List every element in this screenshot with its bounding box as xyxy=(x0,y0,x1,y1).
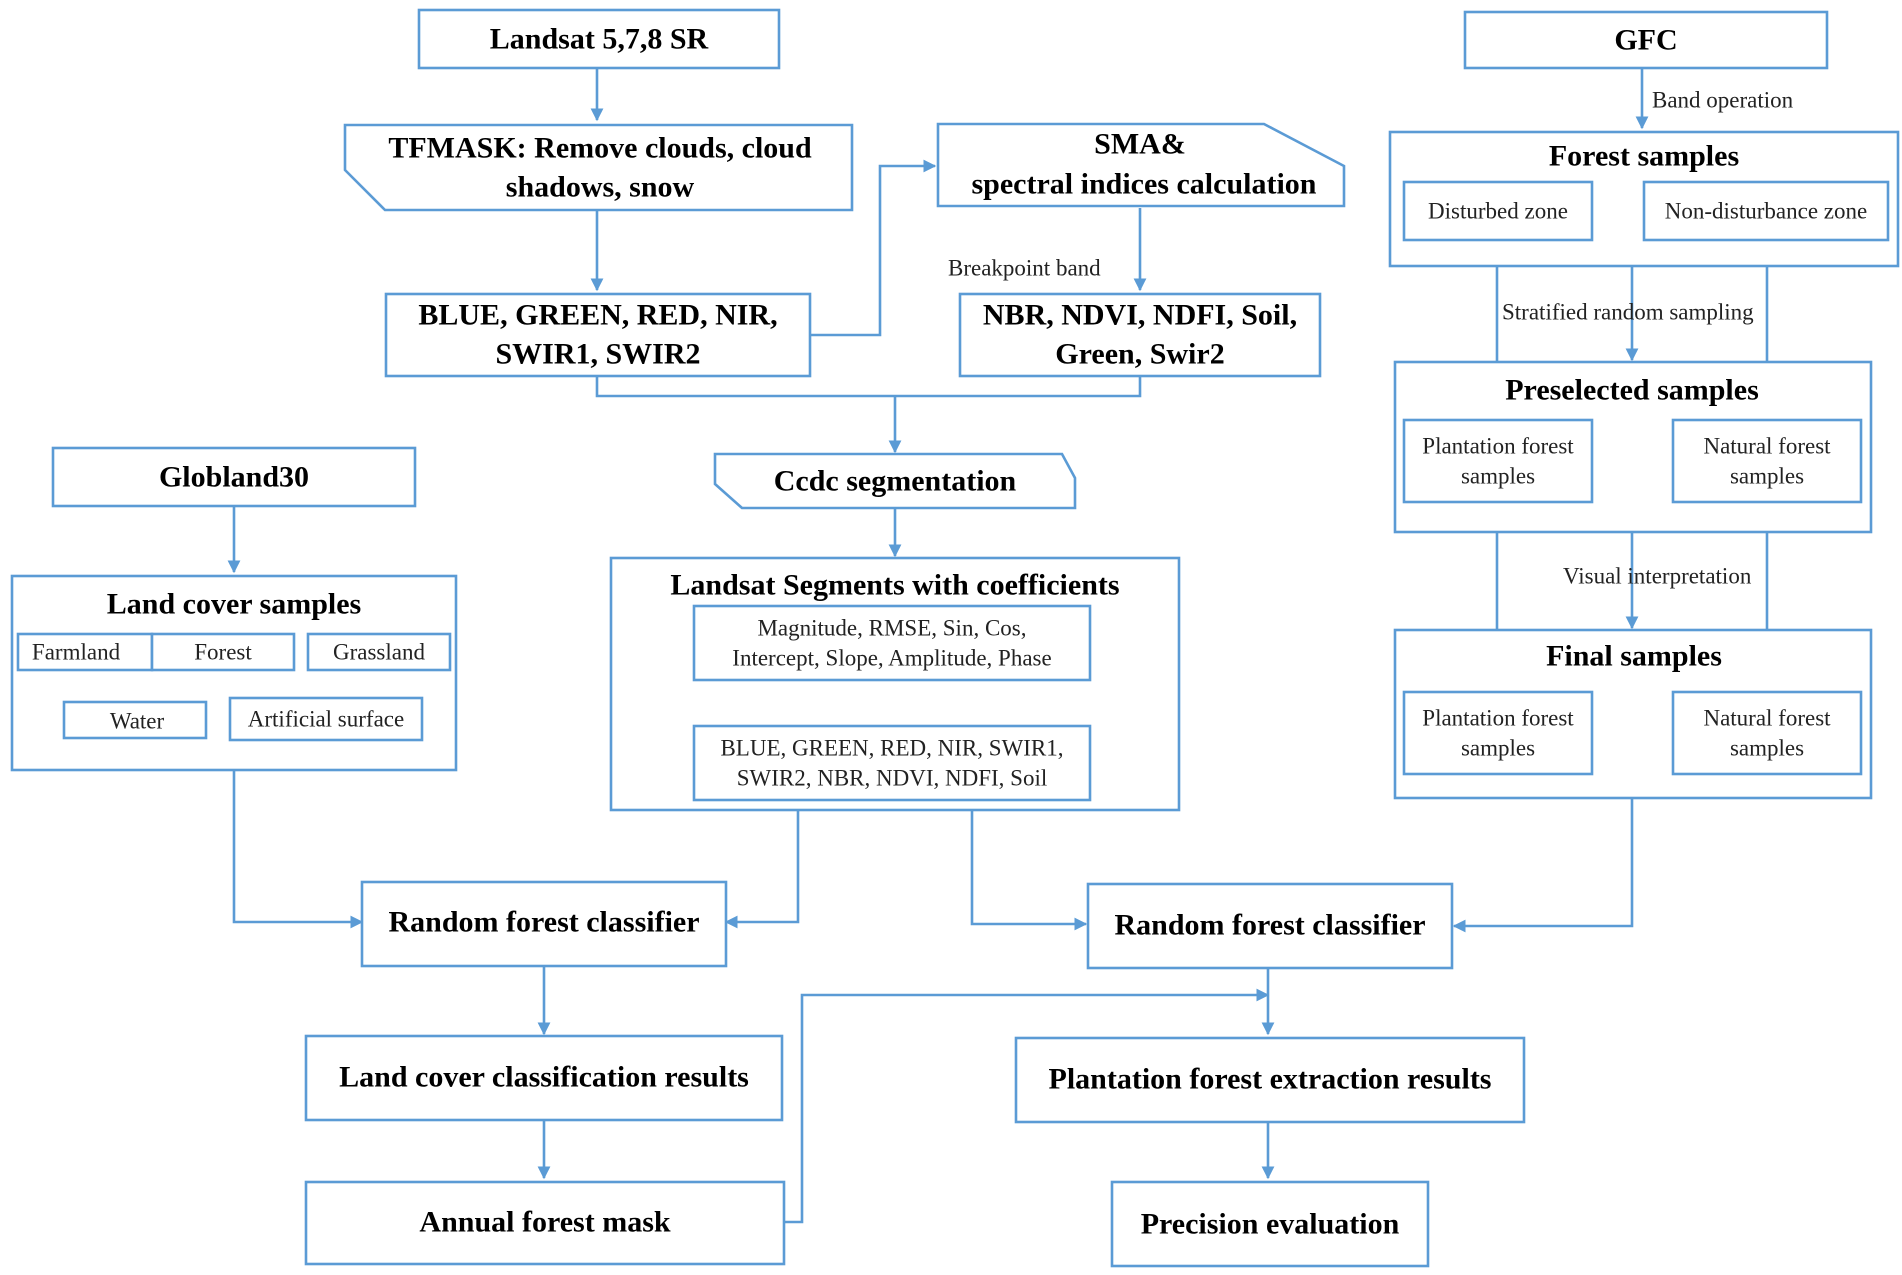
connector-bands-indices-merge xyxy=(595,376,1142,398)
grassland-label: Grassland xyxy=(333,640,425,665)
globland-label: Globland30 xyxy=(159,461,309,494)
pre-plantation-box xyxy=(1402,418,1594,504)
indices-label-line2: Green, Swir2 xyxy=(1055,338,1224,371)
node-forest-samples: Forest samples Disturbed zone Non-distur… xyxy=(1388,130,1900,268)
node-landcover-samples: Land cover samples Farmland Forest Grass… xyxy=(10,574,458,772)
nondisturbed-label: Non-disturbance zone xyxy=(1665,199,1867,224)
pre-plantation-line1: Plantation forest xyxy=(1422,434,1574,459)
precision-label: Precision evaluation xyxy=(1141,1208,1400,1241)
rf2-label: Random forest classifier xyxy=(1114,909,1425,942)
indices-label-line1: NBR, NDVI, NDFI, Soil, xyxy=(983,299,1297,332)
pre-natural-box xyxy=(1671,418,1863,504)
breakpoint-band-label: Breakpoint band xyxy=(948,256,1101,281)
lc-results-label: Land cover classification results xyxy=(339,1061,749,1094)
segment-bands-box xyxy=(692,724,1092,802)
node-plantation-results: Plantation forest extraction results xyxy=(1014,1036,1526,1124)
fin-natural-line1: Natural forest xyxy=(1703,706,1831,731)
forest-mask-label: Annual forest mask xyxy=(419,1206,670,1239)
arrow-final-to-rf2 xyxy=(1452,798,1634,933)
node-lc-results: Land cover classification results xyxy=(304,1034,784,1122)
disturbed-label: Disturbed zone xyxy=(1428,199,1568,224)
class-forest xyxy=(150,632,296,672)
node-final-samples: Final samples Plantation forest samples … xyxy=(1393,628,1873,800)
coef-label-line2: Intercept, Slope, Amplitude, Phase xyxy=(732,646,1051,671)
class-artificial-surface xyxy=(228,696,424,742)
node-indices: NBR, NDVI, NDFI, Soil, Green, Swir2 xyxy=(958,292,1322,378)
class-grassland xyxy=(306,632,452,672)
node-rf1: Random forest classifier xyxy=(360,880,728,968)
landsat-label: Landsat 5,7,8 SR xyxy=(490,23,709,56)
ccdc-label: Ccdc segmentation xyxy=(774,465,1017,498)
final-title: Final samples xyxy=(1546,640,1722,673)
node-sma: SMA& spectral indices calculation xyxy=(936,122,1346,208)
node-landsat: Landsat 5,7,8 SR xyxy=(417,8,781,70)
plantation-results-label: Plantation forest extraction results xyxy=(1049,1063,1492,1096)
arrow-forestmask-to-junction xyxy=(784,988,1270,1224)
coef-label-line1: Magnitude, RMSE, Sin, Cos, xyxy=(757,616,1026,641)
fin-natural-box xyxy=(1671,690,1863,776)
zone-disturbed xyxy=(1402,180,1594,242)
node-ccdc: Ccdc segmentation xyxy=(713,452,1077,510)
arrow-bands-to-sma xyxy=(810,159,937,337)
node-tfmask: TFMASK: Remove clouds, cloud shadows, sn… xyxy=(343,123,854,212)
arrow-landcover-to-rf1 xyxy=(232,770,364,929)
segbands-label-line2: SWIR2, NBR, NDVI, NDFI, Soil xyxy=(737,766,1048,791)
sma-label-line2: spectral indices calculation xyxy=(972,168,1317,201)
forest-samples-title: Forest samples xyxy=(1549,140,1739,173)
stratified-sampling-label: Stratified random sampling xyxy=(1502,300,1754,325)
node-bands: BLUE, GREEN, RED, NIR, SWIR1, SWIR2 xyxy=(384,292,812,378)
coefficients-box xyxy=(692,604,1092,682)
sma-label-line1: SMA& xyxy=(1094,128,1186,161)
artificial-label: Artificial surface xyxy=(248,707,404,732)
water-label: Water xyxy=(110,709,165,734)
arrow-segments-to-rf2 xyxy=(970,810,1088,931)
node-preselected-samples: Preselected samples Plantation forest sa… xyxy=(1393,360,1873,534)
band-operation-label: Band operation xyxy=(1652,88,1794,113)
pre-natural-line2: samples xyxy=(1730,464,1804,489)
gfc-label: GFC xyxy=(1614,24,1677,57)
bands-label-line2: SWIR1, SWIR2 xyxy=(495,338,700,371)
pre-natural-line1: Natural forest xyxy=(1703,434,1831,459)
fin-plantation-line1: Plantation forest xyxy=(1422,706,1574,731)
segbands-label-line1: BLUE, GREEN, RED, NIR, SWIR1, xyxy=(720,736,1063,761)
forest-label: Forest xyxy=(194,640,252,665)
node-globland: Globland30 xyxy=(51,446,417,508)
fin-plantation-box xyxy=(1402,690,1594,776)
node-forest-mask: Annual forest mask xyxy=(304,1180,786,1266)
node-rf2: Random forest classifier xyxy=(1086,882,1454,970)
segments-title: Landsat Segments with coefficients xyxy=(670,569,1119,602)
node-precision: Precision evaluation xyxy=(1110,1180,1430,1268)
pre-plantation-line2: samples xyxy=(1461,464,1535,489)
class-water xyxy=(62,700,208,740)
rf1-label: Random forest classifier xyxy=(388,906,699,939)
farmland-label: Farmland xyxy=(32,640,121,665)
visual-interpretation-label: Visual interpretation xyxy=(1563,564,1752,589)
fin-natural-line2: samples xyxy=(1730,736,1804,761)
tfmask-label-line1: TFMASK: Remove clouds, cloud xyxy=(388,132,812,165)
landcover-title: Land cover samples xyxy=(107,588,361,621)
node-gfc: GFC xyxy=(1463,10,1829,70)
preselected-title: Preselected samples xyxy=(1505,374,1759,407)
zone-non-disturbance xyxy=(1642,180,1890,242)
arrow-segments-to-rf1 xyxy=(724,810,800,929)
fin-plantation-line2: samples xyxy=(1461,736,1535,761)
node-segments: Landsat Segments with coefficients Magni… xyxy=(609,556,1181,812)
tfmask-label-line2: shadows, snow xyxy=(506,171,695,204)
bands-label-line1: BLUE, GREEN, RED, NIR, xyxy=(418,299,777,332)
